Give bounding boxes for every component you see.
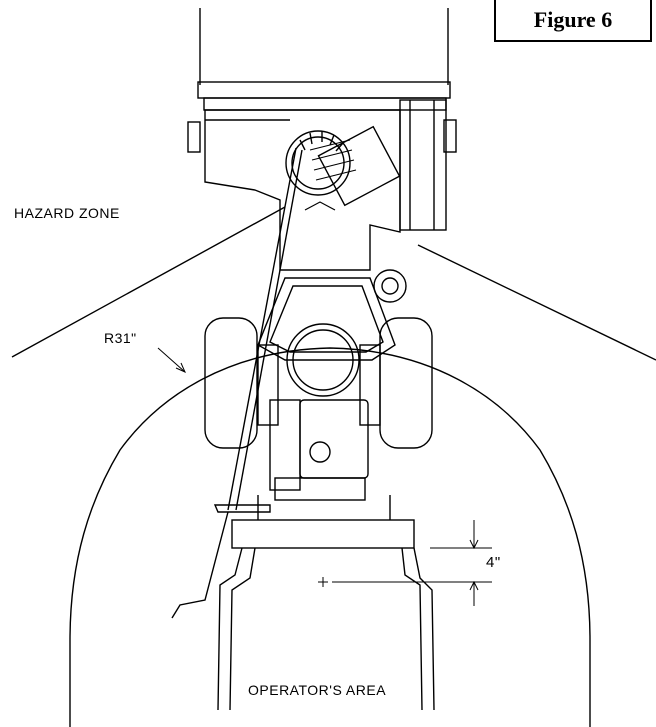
- hazard-boundary-left: [11, 206, 286, 358]
- transmission: [269, 399, 369, 501]
- hazard-boundary-right: [417, 244, 656, 361]
- fuel-cap: [373, 269, 407, 303]
- radius-leader: [157, 347, 186, 373]
- gear-assembly: [285, 125, 401, 211]
- radius-label: R31": [104, 330, 137, 346]
- handlebar: [217, 495, 435, 711]
- auger-housing: [187, 99, 457, 271]
- right-wheel: [379, 317, 433, 449]
- figure-label-box: Figure 6: [494, 0, 652, 42]
- operator-area-label: OPERATOR'S AREA: [248, 682, 387, 698]
- dimension-label: 4": [486, 554, 501, 571]
- left-wheel: [204, 317, 258, 449]
- chute: [197, 8, 451, 111]
- control-rod: [171, 147, 303, 619]
- hazard-zone-label: HAZARD ZONE: [14, 205, 120, 221]
- dimension-4in: [318, 520, 492, 606]
- figure-label: Figure 6: [533, 7, 613, 32]
- operator-area-arc: [69, 347, 591, 727]
